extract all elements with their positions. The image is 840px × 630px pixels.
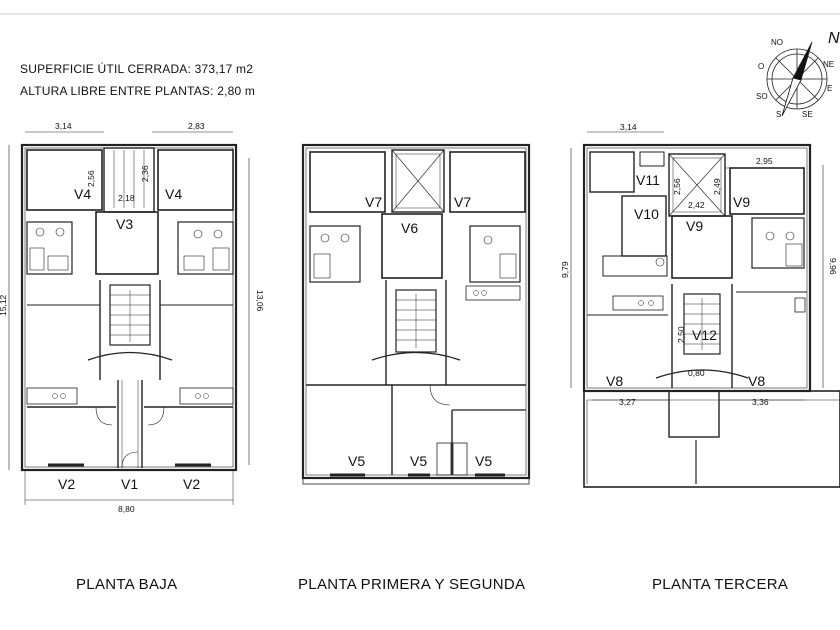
plan-primera xyxy=(301,143,531,485)
dim-tercera-patio-h2: 2,49 xyxy=(712,178,722,195)
dim-tercera-top-left: 3,14 xyxy=(620,122,637,132)
plan-tercera xyxy=(570,131,840,488)
dim-baja-patio-h: 2,56 xyxy=(86,170,96,187)
dim-tercera-right-height: 9,96 xyxy=(828,258,838,275)
dim-baja-top-right: 2,83 xyxy=(188,121,205,131)
room-baja-v4-left: V4 xyxy=(74,186,92,202)
room-tercera-v10: V10 xyxy=(634,206,659,222)
surface-label: SUPERFICIE ÚTIL CERRADA: 373,17 m2 xyxy=(20,62,254,76)
room-primera-v6: V6 xyxy=(401,220,419,236)
dim-tercera-stair-h: 2,50 xyxy=(676,326,686,343)
room-primera-v5-right: V5 xyxy=(475,453,493,469)
room-baja-v3: V3 xyxy=(116,216,134,232)
room-baja-v2-right: V2 xyxy=(183,476,201,492)
room-tercera-v12: V12 xyxy=(692,327,717,343)
room-baja-v2-left: V2 xyxy=(58,476,76,492)
compass-se-label: SE xyxy=(802,110,813,119)
compass-ne-label: NE xyxy=(823,60,835,69)
dim-tercera-top-right: 2,95 xyxy=(756,156,773,166)
room-primera-v5-left: V5 xyxy=(348,453,366,469)
dim-baja-bottom-width: 8,80 xyxy=(118,504,135,514)
room-tercera-v9-mid: V9 xyxy=(686,218,704,234)
height-label: ALTURA LIBRE ENTRE PLANTAS: 2,80 m xyxy=(20,84,256,98)
compass-e-label: E xyxy=(827,84,833,93)
dim-baja-left-height: 15,12 xyxy=(0,294,8,316)
title-planta-baja: PLANTA BAJA xyxy=(76,576,178,593)
room-tercera-v9-right: V9 xyxy=(733,194,751,210)
title-planta-primera: PLANTA PRIMERA Y SEGUNDA xyxy=(298,576,526,593)
compass-s-label: S xyxy=(776,110,782,119)
room-tercera-v11: V11 xyxy=(636,172,660,188)
room-baja-v4-right: V4 xyxy=(165,186,183,202)
dim-baja-right-height: 13,06 xyxy=(255,290,265,312)
title-planta-tercera: PLANTA TERCERA xyxy=(652,576,789,593)
compass-so-label: SO xyxy=(756,92,768,101)
compass-no-label: NO xyxy=(771,38,783,47)
room-tercera-v8-left: V8 xyxy=(606,373,624,389)
plan-baja xyxy=(8,131,250,505)
dim-tercera-stair-w: 0,80 xyxy=(688,368,705,378)
dim-tercera-bottom-right: 3,36 xyxy=(752,397,769,407)
compass-o-label: O xyxy=(758,62,765,71)
dim-baja-patio-h2: 2,36 xyxy=(140,165,150,182)
dim-tercera-patio-w: 2,42 xyxy=(688,200,705,210)
room-baja-v1: V1 xyxy=(121,476,139,492)
room-primera-v5-mid: V5 xyxy=(410,453,428,469)
dim-tercera-patio-h: 2,56 xyxy=(672,178,682,195)
room-primera-v7-left: V7 xyxy=(365,194,383,210)
compass-rose-icon xyxy=(766,41,828,117)
room-tercera-v8-right: V8 xyxy=(748,373,766,389)
dim-baja-top-left: 3,14 xyxy=(55,121,72,131)
dim-baja-patio-w: 2,18 xyxy=(118,193,135,203)
dim-tercera-bottom-left: 3,27 xyxy=(619,397,636,407)
room-primera-v7-right: V7 xyxy=(454,194,472,210)
dim-tercera-left-height: 9,79 xyxy=(560,261,570,278)
compass-n-label: N xyxy=(828,30,840,47)
